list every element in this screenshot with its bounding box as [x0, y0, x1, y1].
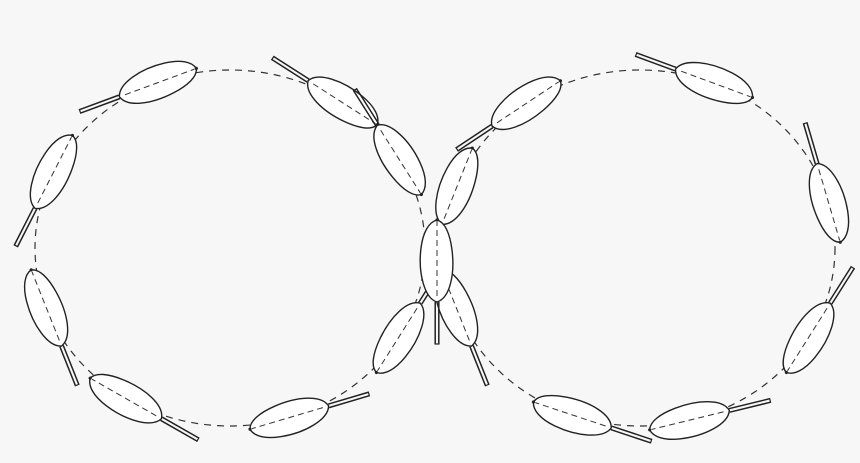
right-loop-segment-3 [790, 119, 857, 249]
left-loop-segment-2 [264, 44, 387, 139]
left-loop-segment-4 [15, 263, 92, 392]
left-loop-segment-6 [244, 379, 374, 446]
left-loop-segment-1 [74, 52, 203, 126]
right-loop-segment-6 [527, 386, 656, 457]
left-loop-segment-3 [1, 126, 87, 253]
left-loop-segment-5 [80, 364, 205, 455]
right-loop-segment-5 [644, 385, 774, 447]
diagram-items [1, 39, 860, 457]
right-loop-segment-2 [631, 39, 760, 113]
right-loop-segment-4 [772, 259, 860, 383]
